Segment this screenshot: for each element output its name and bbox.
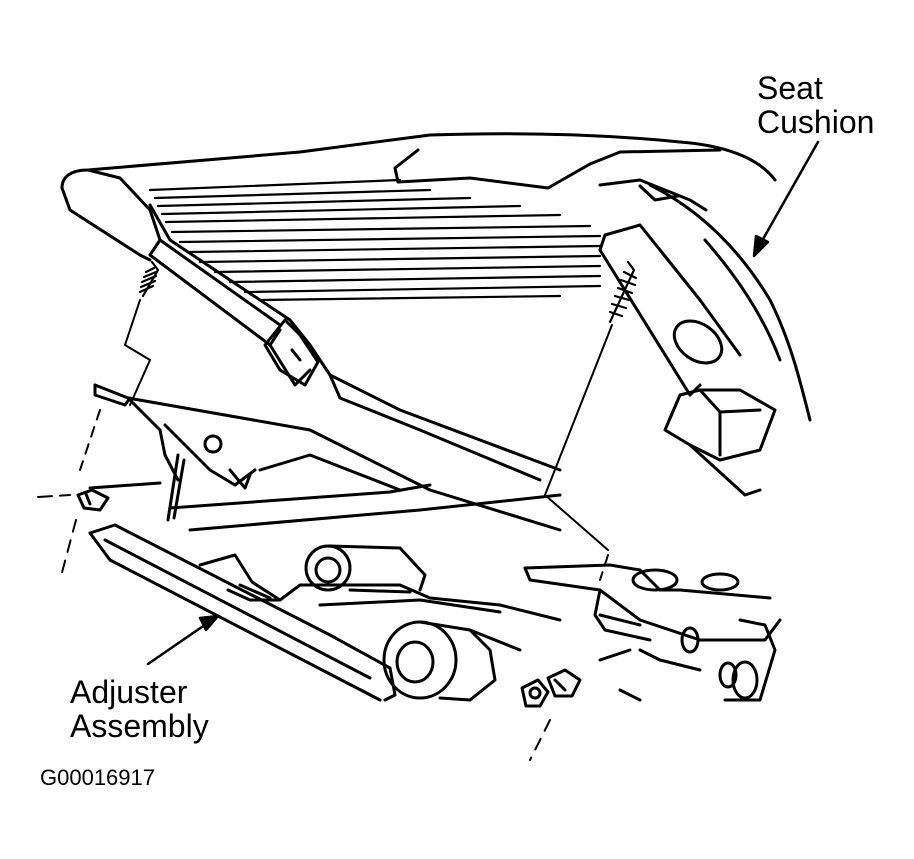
bolt-head xyxy=(520,678,550,708)
seat-cushion-leader xyxy=(752,140,820,258)
adjuster-assembly-label-line-1: Adjuster xyxy=(70,674,188,710)
right-stud xyxy=(608,260,638,324)
adjuster-upper-plate xyxy=(88,383,562,532)
rear-bushing xyxy=(304,544,427,594)
seat-cushion-label: Seat Cushion xyxy=(757,70,875,140)
right-support xyxy=(598,223,777,497)
front-bushing xyxy=(382,620,522,702)
adjuster-assembly-label-line-2: Assembly xyxy=(70,707,209,744)
rear-mount-bracket xyxy=(523,563,782,702)
left-rail xyxy=(148,238,320,387)
seat-cushion-label-line-2: Cushion xyxy=(757,103,875,140)
left-stud xyxy=(138,260,160,298)
cushion-ribs xyxy=(148,178,602,302)
figure-id: G00016917 xyxy=(40,765,155,790)
right-nut xyxy=(546,668,582,698)
adjuster-leader xyxy=(146,614,220,666)
adjuster-assembly-label: Adjuster Assembly xyxy=(70,674,209,744)
seat-cushion-frame xyxy=(60,132,812,482)
left-nut xyxy=(76,488,110,512)
alignment-lines xyxy=(37,299,613,761)
seat-cushion-label-line-1: Seat xyxy=(757,70,823,106)
adjuster-lower-rail xyxy=(88,523,562,702)
